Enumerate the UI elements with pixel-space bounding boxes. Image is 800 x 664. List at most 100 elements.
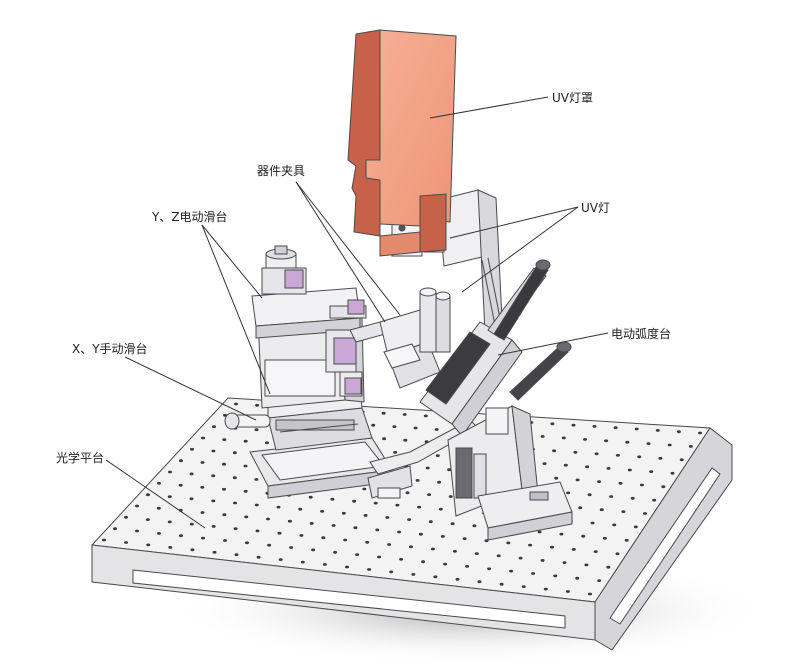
mounting-hole [592,425,597,428]
mounting-hole [575,478,580,482]
mounting-hole [531,572,536,575]
mounting-hole [343,538,348,542]
mounting-hole [222,438,227,441]
uv-lamp-cover-side [347,29,381,237]
label-uv-lamp: UV灯 [581,201,610,215]
mounting-hole [124,541,129,544]
optical-table-side-slot [609,467,721,625]
mounting-hole [331,524,336,527]
mounting-hole [168,546,173,549]
mounting-hole [415,479,420,482]
mounting-hole [402,413,407,416]
mounting-hole [540,559,545,562]
mounting-hole [487,567,492,571]
mounting-hole [267,543,272,547]
label-optical-table: 光学平台 [56,451,105,465]
mounting-hole [537,530,542,534]
mounting-hole [245,541,249,545]
mounting-hole [243,464,248,468]
mounting-hole [676,430,681,434]
mounting-hole [333,550,338,554]
mounting-hole [254,478,259,481]
mounting-hole [145,518,150,521]
optical-table [90,397,733,651]
mounting-hole [212,425,216,429]
leader-yz-slide-b [201,224,271,395]
mounting-hole [330,497,335,501]
label-xy-manual-slide: X、Y手动滑台 [72,342,148,356]
mounting-hole [637,455,642,459]
leader-uv-lamp-b [461,206,579,293]
mounting-hole [234,402,238,406]
mounting-hole [353,526,358,530]
mounting-hole [584,563,589,567]
mounting-hole [627,468,632,472]
micrometer-knob [224,412,271,430]
label-uv-lamp-cover: UV灯罩 [552,91,593,105]
mounting-hole [688,445,693,448]
mounting-hole [233,501,237,505]
mounting-hole [223,539,227,542]
mounting-hole [639,483,644,487]
mounting-hole [201,436,205,440]
mounting-hole [255,403,260,407]
mounting-hole [630,496,635,500]
mounting-hole [190,548,195,552]
mounting-hole [418,532,423,536]
mounting-hole [200,461,205,464]
mounting-hole [423,414,428,418]
mounting-hole [550,545,554,549]
mounting-hole [367,568,372,571]
mounting-hole [543,587,548,591]
mounting-hole [345,565,349,569]
mounting-hole [233,527,238,531]
mounting-hole [621,510,626,513]
mounting-hole [658,456,663,460]
mounting-hole [670,471,675,475]
mounting-hole [578,506,583,510]
mounting-hole [157,532,161,535]
mounting-hole [244,515,249,519]
mounting-hole [583,438,587,441]
mounting-hole [299,534,304,537]
mounting-hole [633,525,638,529]
mounting-hole [362,487,367,491]
mounting-hole [646,442,651,445]
mounting-hole [509,569,514,573]
mounting-hole [612,523,617,527]
mounting-hole [189,472,194,476]
xy-manual-slide [224,389,393,499]
mounting-hole [606,467,611,470]
mounting-hole [167,520,172,524]
mounting-hole [156,506,161,510]
mounting-hole [506,541,511,545]
mounting-hole [201,536,205,540]
leader-optical-table [105,459,206,529]
mounting-hole [615,552,620,556]
mounting-hole [571,423,576,427]
mounting-hole [472,524,477,528]
mounting-hole [447,468,452,472]
mounting-hole [575,576,580,580]
mounting-hole [200,511,205,514]
mounting-hole [135,529,139,533]
mounting-hole [222,462,226,466]
mounting-hole [397,530,402,534]
mounting-hole [135,504,139,508]
mounting-hole [566,491,571,495]
mounting-hole [320,509,325,513]
leader-xy-slide [124,356,257,421]
mounting-hole [602,536,607,540]
mounting-hole [243,439,248,443]
leader-device-fixture-a [295,181,386,323]
mounting-hole [609,495,614,498]
mounting-hole [652,498,657,502]
mounting-hole [455,577,460,581]
mounting-hole [559,532,564,536]
mounting-hole [427,493,432,496]
mounting-hole [606,565,611,569]
mounting-hole [278,558,283,561]
electric-arc-stage [419,259,573,541]
probe-rod-upper [493,263,549,341]
